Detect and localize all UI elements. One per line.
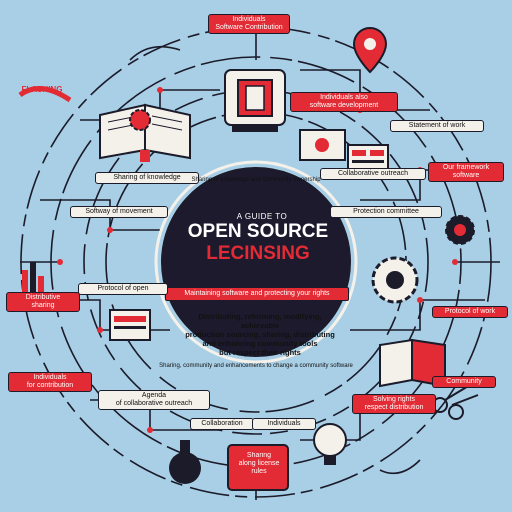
label-community: Community	[432, 376, 496, 388]
center-banner: Maintaining software and protecting your…	[165, 287, 349, 301]
label-distributive-sharing: Distributive sharing	[6, 292, 80, 312]
label-collaborative-outreach-top: Collaborative outreach	[320, 168, 426, 180]
lightbulb-icon	[313, 423, 347, 465]
corner-badge-text: FLASHING	[21, 86, 63, 94]
map-pin-icon	[352, 26, 388, 74]
label-individuals-development: Individuals also software development	[290, 92, 398, 112]
label-framework-software: Our framework software	[428, 162, 504, 182]
document-icon	[109, 309, 151, 341]
label-individuals-contribution: Individuals Software Contribution	[208, 14, 290, 34]
label-sharing-license: Sharing along license rules	[238, 452, 280, 475]
label-sharing-knowledge: Sharing of knowledge	[95, 172, 199, 184]
title-line-2: LECINSING	[206, 243, 310, 264]
monitor-icon	[299, 129, 346, 161]
label-individuals-bottom: Individuals	[252, 418, 316, 430]
label-protocol-open: Protocol of open	[78, 283, 168, 295]
label-protection-committee: Protection committee	[330, 206, 442, 218]
lantern-icon	[224, 69, 286, 132]
title-line-1: OPEN SOURCE	[187, 221, 329, 242]
corner-badge	[18, 86, 72, 103]
label-softway-movement: Softway of movement	[70, 206, 168, 218]
flask-icon	[169, 440, 201, 484]
center-ring	[154, 160, 358, 364]
open-book-icon	[99, 103, 191, 162]
center-body-text: Distributing, reforming, modifying, achi…	[185, 312, 335, 357]
center-disc	[161, 167, 351, 357]
label-protocol-work: Protocol of work	[432, 306, 508, 318]
gear-icon	[129, 109, 151, 131]
scissors-icon	[432, 384, 479, 420]
label-agenda-outreach: Agenda of collaborative outreach	[98, 390, 210, 410]
guide-subtitle: A GUIDE TO	[236, 212, 288, 221]
gear-icon	[445, 215, 475, 245]
label-statement-work: Statement of work	[390, 120, 484, 132]
label-individuals-for-contribution: Individuals for contribution	[8, 372, 92, 392]
arc-bottom-text: Sharing, community and enhancements to c…	[159, 363, 353, 369]
gear-icon	[371, 256, 419, 304]
arc-top-text: Sharing of knowledge and community owner…	[191, 177, 321, 183]
label-solving-rights: Solving rights respect distribution	[352, 394, 436, 414]
label-collaboration: Collaboration	[190, 418, 254, 430]
open-book-icon	[379, 338, 446, 388]
bottom-red-block	[227, 444, 289, 491]
bar-chart-icon	[22, 262, 44, 294]
